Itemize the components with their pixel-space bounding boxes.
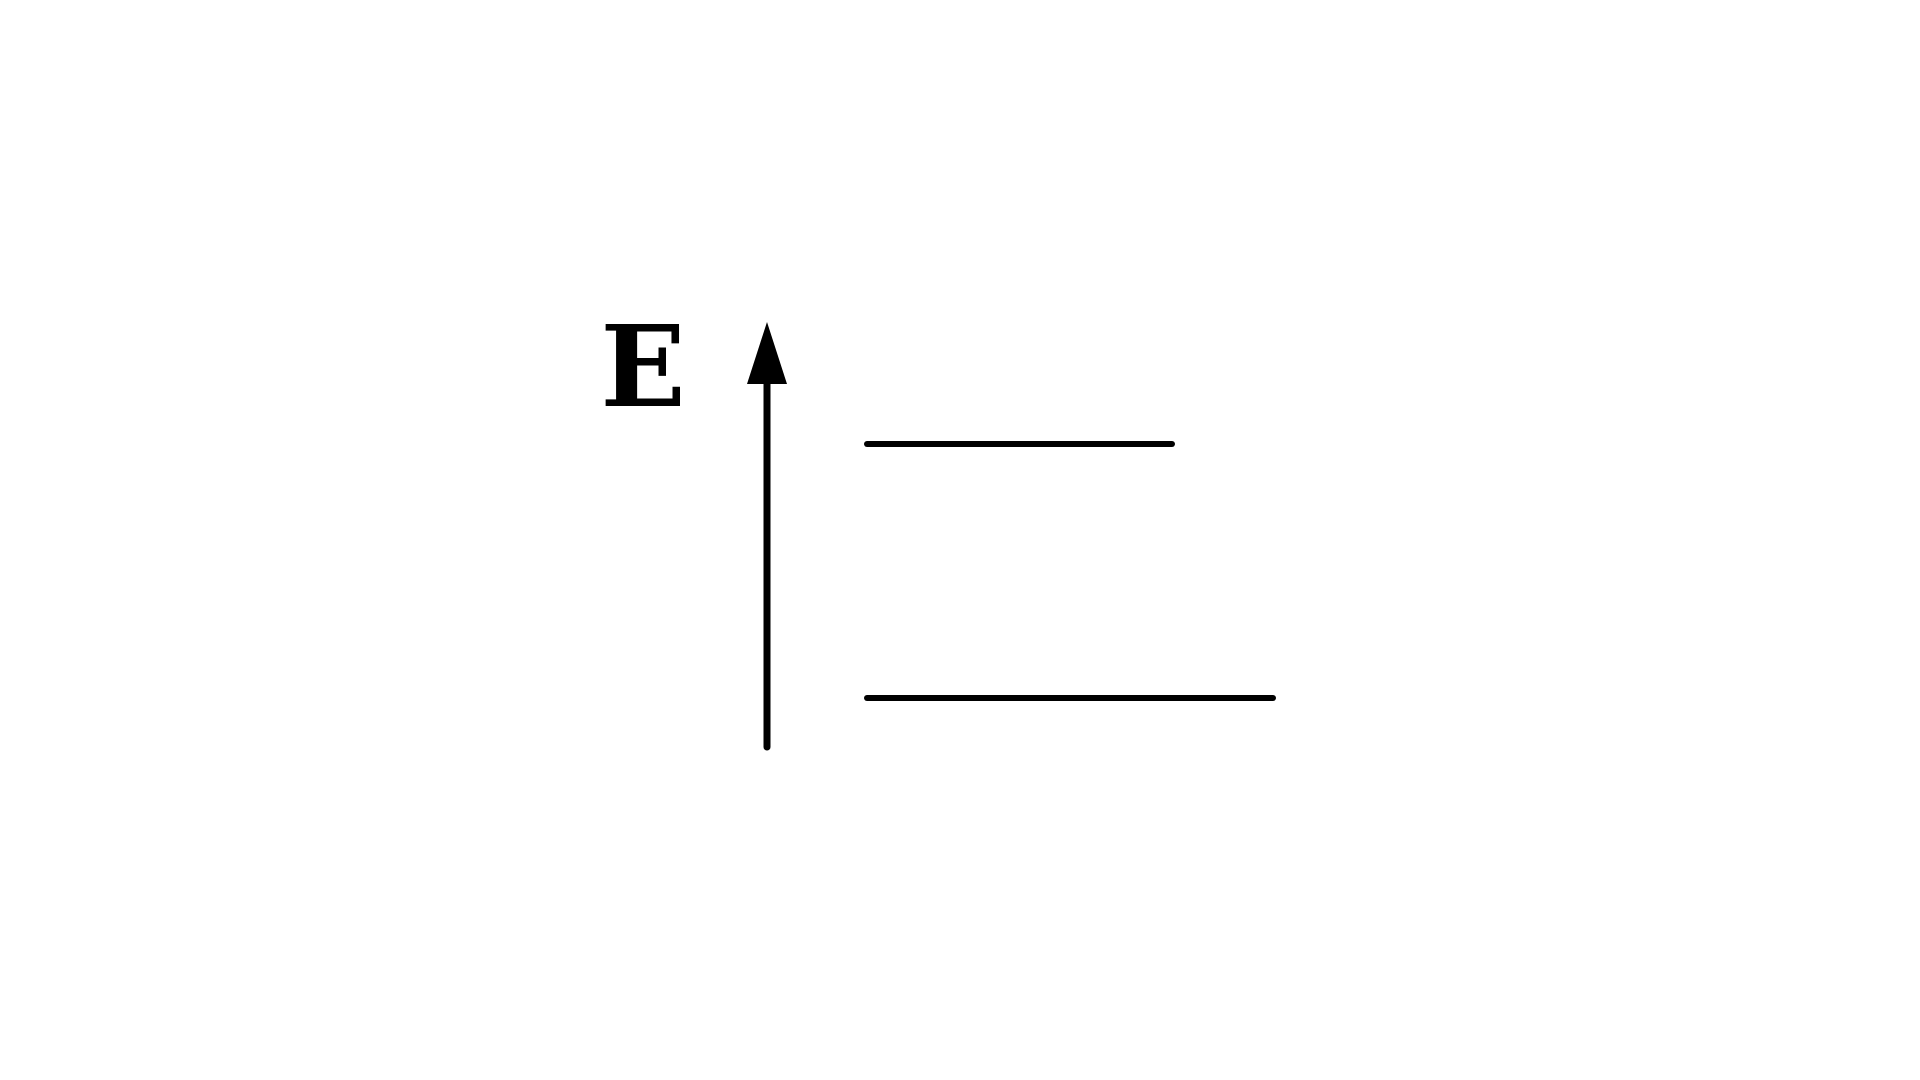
energy-axis-label: E — [600, 302, 685, 433]
energy-axis-arrowhead — [747, 322, 787, 384]
